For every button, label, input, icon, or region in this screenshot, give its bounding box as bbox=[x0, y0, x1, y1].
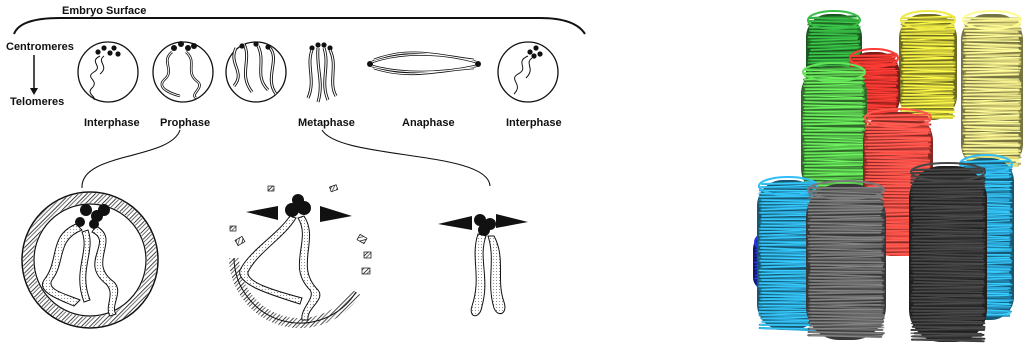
interphase-cell-2 bbox=[498, 42, 558, 102]
polymer-column-yellow-back bbox=[899, 11, 957, 120]
axis-arrow-head bbox=[30, 88, 38, 95]
metaphase-detail bbox=[438, 214, 528, 316]
prometaphase-cell bbox=[226, 41, 286, 102]
polymer-column-gray bbox=[806, 181, 886, 340]
centromeres-label: Centromeres bbox=[6, 41, 74, 53]
chromosome-3d-render bbox=[753, 11, 1023, 342]
prophase-zoom-connector bbox=[82, 130, 180, 188]
embryo-surface-arc bbox=[14, 18, 585, 34]
metaphase-zoom-connector bbox=[322, 130, 490, 186]
metaphase-chromosomes bbox=[308, 42, 336, 102]
prophase-detail-cell bbox=[22, 192, 158, 328]
interphase-cell-1 bbox=[78, 42, 138, 102]
stage-label-2: Prophase bbox=[160, 117, 210, 129]
stage-label-1: Interphase bbox=[84, 117, 140, 129]
anaphase-chromosomes bbox=[367, 53, 481, 74]
polymer-column-khaki bbox=[961, 11, 1023, 170]
embryo-surface-label: Embryo Surface bbox=[62, 5, 146, 17]
polymer-column-darkgray bbox=[909, 163, 987, 342]
telomeres-label: Telomeres bbox=[10, 96, 64, 108]
envelope-breakdown-cell bbox=[230, 185, 371, 323]
prophase-cell bbox=[153, 41, 213, 102]
stage-label-5: Interphase bbox=[506, 117, 562, 129]
stage-label-4: Anaphase bbox=[402, 117, 455, 129]
stage-label-3: Metaphase bbox=[298, 117, 355, 129]
mitosis-diagram: Embryo Surface Centromeres Telomeres Int… bbox=[6, 5, 585, 328]
polymer-column-green bbox=[801, 63, 867, 196]
